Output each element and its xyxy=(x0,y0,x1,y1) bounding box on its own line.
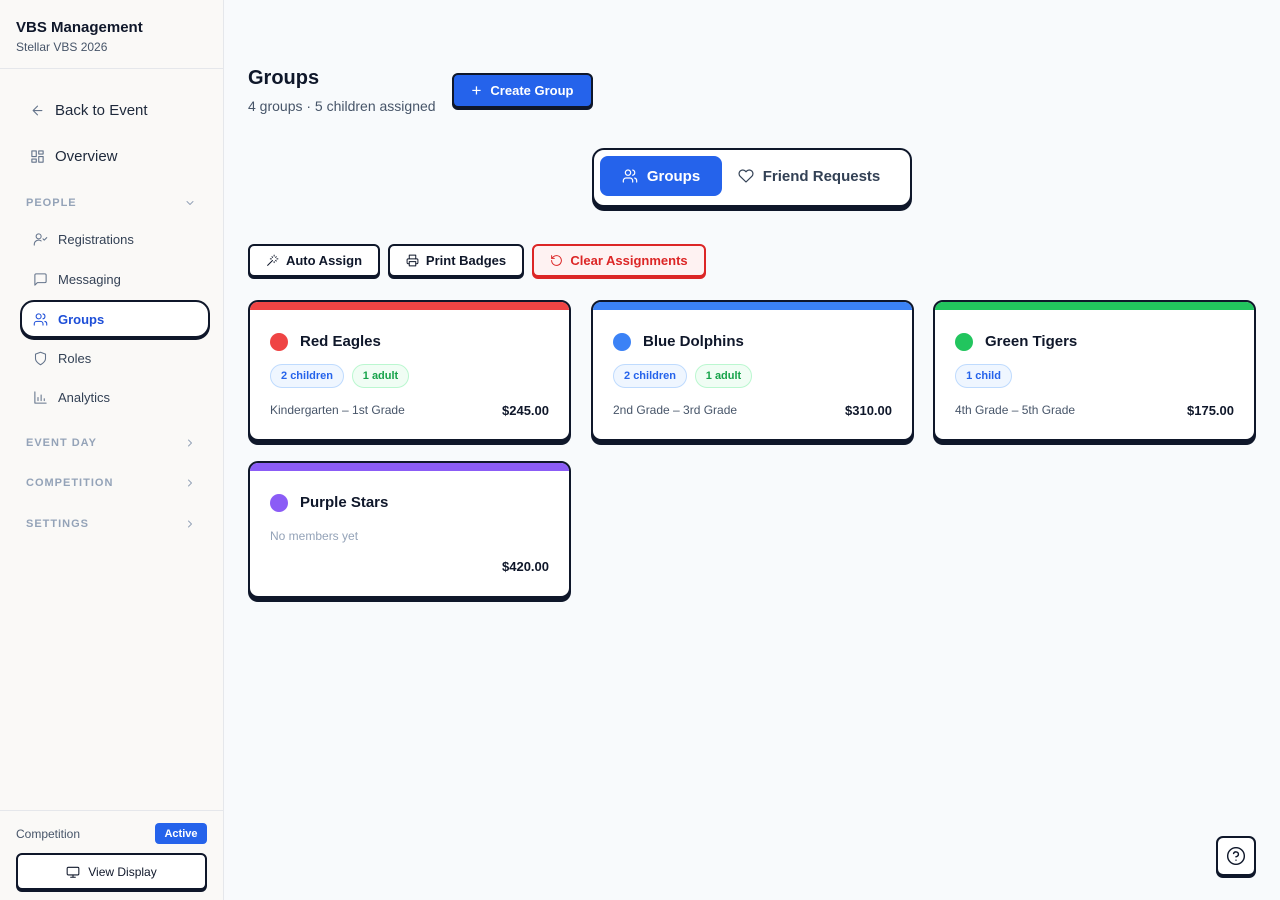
brand-title: VBS Management xyxy=(16,19,143,36)
sidebar-item-label: Registrations xyxy=(58,231,134,247)
create-group-label: Create Group xyxy=(490,83,574,98)
group-color-dot xyxy=(955,333,973,351)
group-price: $310.00 xyxy=(845,403,892,418)
rotate-ccw-icon xyxy=(551,255,563,266)
section-competition[interactable]: COMPETITION xyxy=(26,474,196,492)
overview-link[interactable]: Overview xyxy=(20,138,210,174)
sidebar-item-roles[interactable]: Roles xyxy=(20,340,210,376)
brand: VBS Management Stellar VBS 2026 xyxy=(0,0,223,69)
sidebar-item-label: Analytics xyxy=(58,389,111,405)
help-circle-icon xyxy=(1226,846,1246,866)
group-name: Blue Dolphins xyxy=(643,333,744,350)
section-settings-label: SETTINGS xyxy=(26,518,90,530)
group-price: $175.00 xyxy=(1187,403,1234,418)
chevron-right-icon xyxy=(188,479,192,487)
auto-assign-label: Auto Assign xyxy=(285,253,363,268)
print-badges-button[interactable]: Print Badges xyxy=(388,244,524,277)
section-event-day[interactable]: EVENT DAY xyxy=(26,434,196,452)
view-tabs: Groups Friend Requests xyxy=(592,148,912,207)
group-name: Green Tigers xyxy=(985,333,1078,350)
chevron-right-icon xyxy=(188,520,192,528)
printer-icon xyxy=(406,254,419,267)
sidebar-item-messaging[interactable]: Messaging xyxy=(20,261,210,297)
heart-icon xyxy=(738,169,754,183)
group-color-dot xyxy=(270,494,288,512)
page-title: Groups xyxy=(248,67,320,89)
clear-assignments-label: Clear Assignments xyxy=(570,253,688,268)
section-settings[interactable]: SETTINGS xyxy=(26,515,196,533)
group-color-bar xyxy=(250,463,569,471)
chevron-down-icon xyxy=(186,201,194,205)
group-color-bar xyxy=(250,302,569,310)
grade-range: Kindergarten – 1st Grade xyxy=(270,403,405,417)
children-count-badge: 2 children xyxy=(270,364,344,388)
bar-chart-icon xyxy=(34,390,47,404)
group-card-red-eagles[interactable]: Red Eagles 2 children 1 adult Kindergart… xyxy=(248,300,571,441)
tab-label: Groups xyxy=(646,167,701,185)
empty-members-text: No members yet xyxy=(270,529,359,543)
auto-assign-button[interactable]: Auto Assign xyxy=(248,244,380,277)
user-check-icon xyxy=(33,232,48,246)
competition-label: Competition xyxy=(16,827,81,841)
help-button[interactable] xyxy=(1216,836,1256,876)
section-people-label: PEOPLE xyxy=(26,197,77,209)
group-card-blue-dolphins[interactable]: Blue Dolphins 2 children 1 adult 2nd Gra… xyxy=(591,300,914,441)
tab-label: Friend Requests xyxy=(762,167,881,185)
layout-dashboard-icon xyxy=(31,149,44,163)
group-price: $245.00 xyxy=(502,403,549,418)
sidebar-item-registrations[interactable]: Registrations xyxy=(20,221,210,257)
section-event-day-label: EVENT DAY xyxy=(26,437,97,449)
arrow-left-icon xyxy=(32,105,43,115)
grade-range: 4th Grade – 5th Grade xyxy=(955,403,1076,417)
view-display-button[interactable]: View Display xyxy=(16,853,207,890)
group-color-dot xyxy=(613,333,631,351)
overview-label: Overview xyxy=(55,147,118,165)
group-color-bar xyxy=(935,302,1254,310)
users-icon xyxy=(622,169,638,183)
chevron-right-icon xyxy=(188,439,192,447)
magic-wand-icon xyxy=(267,254,279,266)
back-to-event-link[interactable]: Back to Event xyxy=(20,92,210,128)
group-price: $420.00 xyxy=(502,559,549,574)
message-square-icon xyxy=(34,272,47,286)
back-to-event-label: Back to Event xyxy=(55,101,148,119)
sidebar-item-analytics[interactable]: Analytics xyxy=(20,379,210,415)
sidebar-item-groups[interactable]: Groups xyxy=(20,300,210,338)
children-count-badge: 1 child xyxy=(955,364,1012,388)
sidebar-item-label: Groups xyxy=(58,311,105,327)
sidebar: VBS Management Stellar VBS 2026 Back to … xyxy=(0,0,224,900)
create-group-button[interactable]: + Create Group xyxy=(452,73,593,108)
shield-icon xyxy=(34,351,47,365)
group-color-dot xyxy=(270,333,288,351)
group-name: Red Eagles xyxy=(300,333,381,350)
adult-count-badge: 1 adult xyxy=(352,364,409,388)
children-count-badge: 2 children xyxy=(613,364,687,388)
brand-subtitle: Stellar VBS 2026 xyxy=(16,40,108,54)
group-card-green-tigers[interactable]: Green Tigers 1 child 4th Grade – 5th Gra… xyxy=(933,300,1256,441)
section-competition-label: COMPETITION xyxy=(26,477,114,489)
sidebar-item-label: Messaging xyxy=(58,271,121,287)
adult-count-badge: 1 adult xyxy=(695,364,752,388)
status-badge: Active xyxy=(155,823,207,844)
plus-icon: + xyxy=(471,81,482,100)
section-people[interactable]: PEOPLE xyxy=(26,194,196,212)
tab-friend-requests[interactable]: Friend Requests xyxy=(734,156,884,196)
grade-range: 2nd Grade – 3rd Grade xyxy=(613,403,738,417)
users-icon xyxy=(33,312,48,326)
print-badges-label: Print Badges xyxy=(425,253,507,268)
group-card-purple-stars[interactable]: Purple Stars No members yet $420.00 xyxy=(248,461,571,598)
sidebar-footer: Competition Active View Display xyxy=(0,810,223,900)
sidebar-item-label: Roles xyxy=(58,350,92,366)
group-color-bar xyxy=(593,302,912,310)
view-display-label: View Display xyxy=(88,864,157,879)
monitor-icon xyxy=(66,866,80,878)
clear-assignments-button[interactable]: Clear Assignments xyxy=(532,244,706,277)
group-name: Purple Stars xyxy=(300,494,389,511)
tab-groups[interactable]: Groups xyxy=(600,156,722,196)
page-subtitle: 4 groups · 5 children assigned xyxy=(248,98,436,114)
